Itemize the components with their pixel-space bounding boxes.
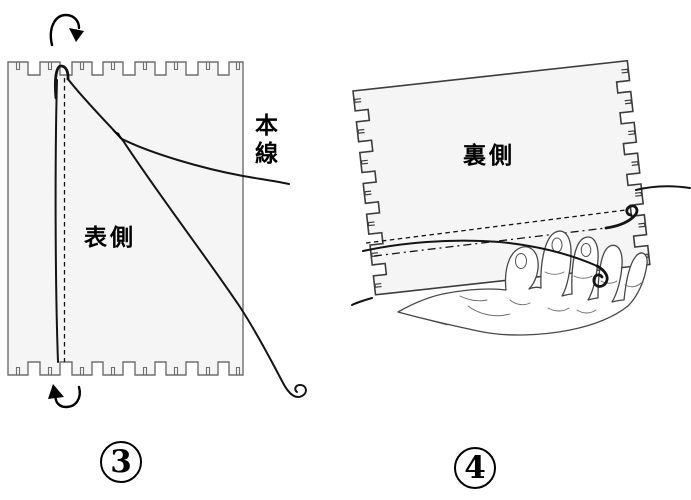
thread-right-hook xyxy=(604,204,639,230)
middle-fingernail xyxy=(580,243,592,257)
thread-exit-right xyxy=(635,185,691,191)
thread-main-line xyxy=(121,138,290,185)
rotate-up-arrow-icon xyxy=(54,385,81,409)
notched-board-front xyxy=(7,61,244,376)
thread-over-fingers xyxy=(362,239,598,267)
thread-top-loop xyxy=(53,64,70,100)
step-4-marker: 4 xyxy=(454,447,496,489)
thread-hidden-upper xyxy=(365,209,627,244)
rotated-board-group xyxy=(352,59,651,296)
step3-figure xyxy=(7,13,307,409)
notched-board-back xyxy=(352,59,651,296)
thread-tail-hook xyxy=(121,138,307,398)
main-line-label: 本線 xyxy=(255,112,278,167)
thread-left-tail xyxy=(351,297,373,306)
board-back-slits xyxy=(353,68,649,288)
index-fingernail xyxy=(551,237,563,253)
rotate-down-arrow-icon xyxy=(49,13,81,47)
thumbnail xyxy=(515,253,527,269)
front-side-label: 表側 xyxy=(84,224,136,250)
thread-bottom-hook xyxy=(592,264,609,288)
thread-hidden-lower xyxy=(373,227,607,257)
thread-front-vertical xyxy=(54,79,59,363)
thread-fork-barb xyxy=(112,130,124,143)
back-side-label: 裏側 xyxy=(463,142,515,168)
hand-creases xyxy=(459,271,642,317)
rotate-down-arrowhead-icon xyxy=(69,28,84,42)
step4-figure xyxy=(351,59,691,336)
board-slits xyxy=(15,62,241,375)
step-3-marker: 3 xyxy=(100,441,142,483)
rotate-up-arrowhead-icon xyxy=(48,384,64,399)
